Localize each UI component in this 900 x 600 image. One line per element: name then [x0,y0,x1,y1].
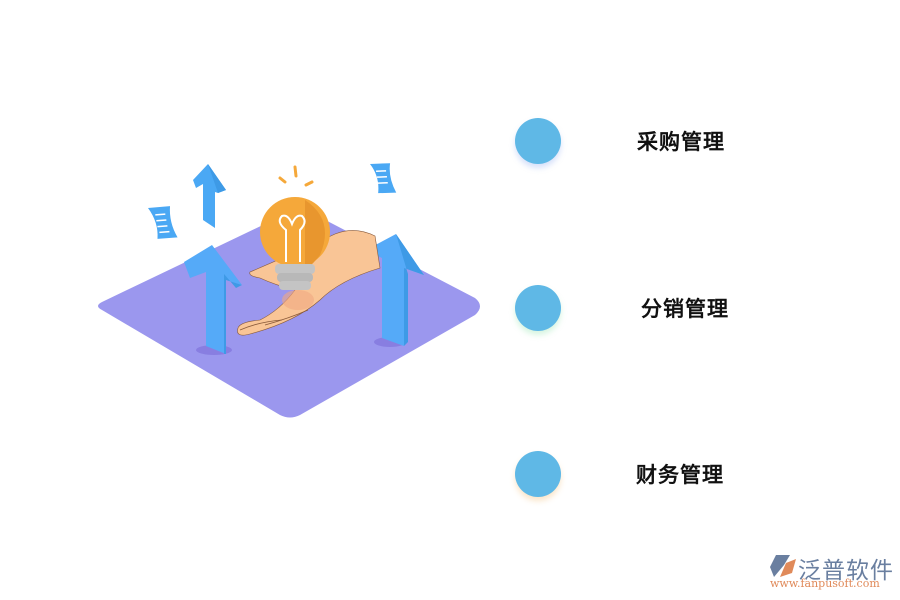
arrow-icon-left [184,245,242,355]
paper-icon-right [370,163,397,194]
brand-logo: 泛普软件 www.fanpusoft.com [768,551,898,591]
feature-label: 采购管理 [637,130,725,154]
paper-icon-left [148,206,178,239]
feature-item-finance: 财务管理 [515,451,775,501]
arrow-icon-small [193,164,226,228]
bullet-dot-icon [515,451,561,497]
feature-label: 分销管理 [641,297,729,321]
bullet-dot-icon [515,118,561,164]
brand-name: 泛普软件 [798,558,894,584]
bullet-dot-icon [515,285,561,331]
hero-illustration [90,150,490,430]
feature-item-distribution: 分销管理 [515,285,775,335]
logo-mark-icon [770,555,796,577]
feature-item-purchase: 采购管理 [515,118,775,168]
feature-label: 财务管理 [636,463,724,487]
brand-url: www.fanpusoft.com [770,577,880,590]
light-bulb-icon [260,165,330,290]
arrow-icon-right [366,234,424,347]
